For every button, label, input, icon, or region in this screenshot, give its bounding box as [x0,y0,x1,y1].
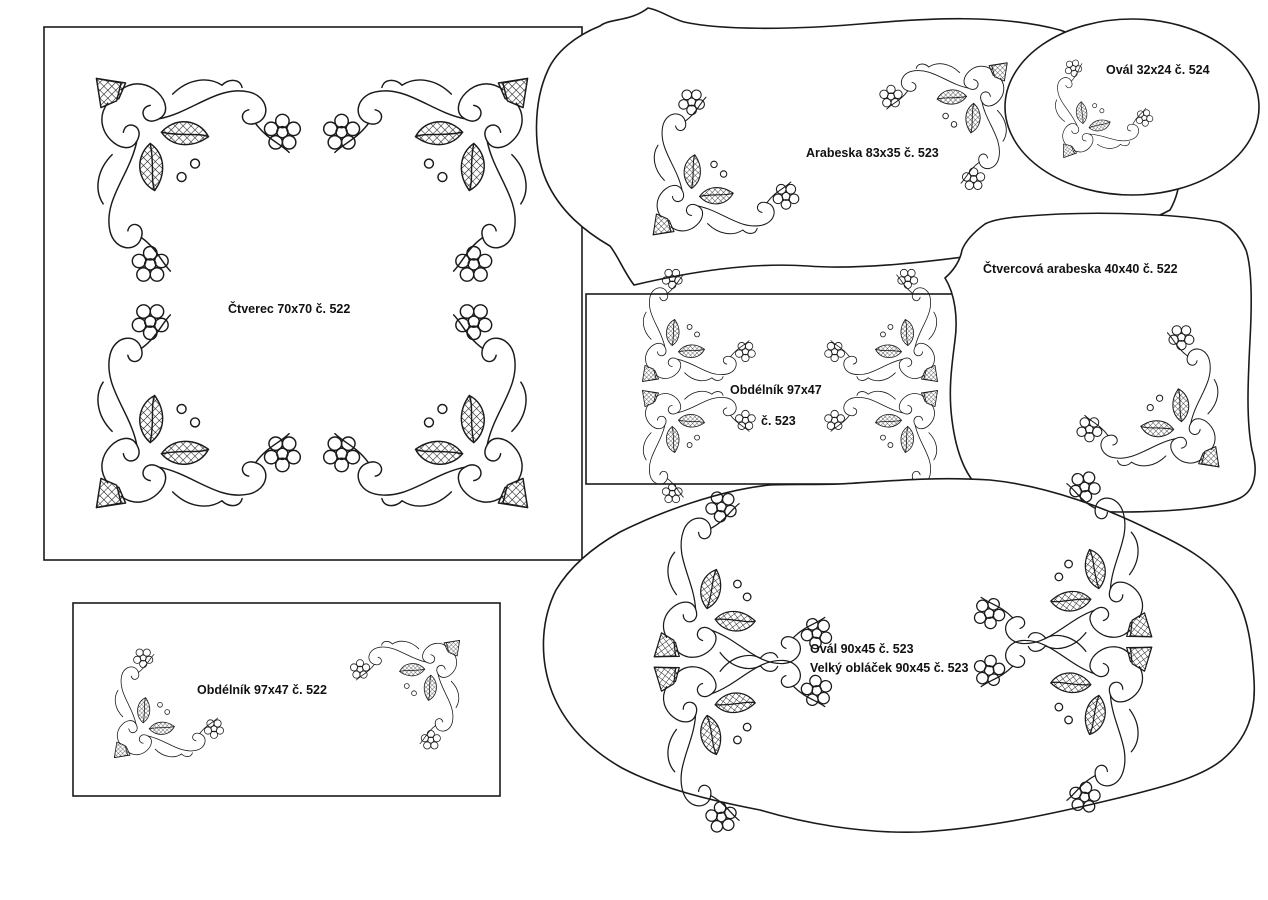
oval-90-label-line2: Velký obláček 90x45 č. 523 [810,661,969,675]
square-arabesque-outline [943,212,1256,513]
arabesque-83-label: Arabeska 83x35 č. 523 [806,146,939,160]
pattern-rectangle-97x47-523: Obdélník 97x47 č. 523 [585,268,977,504]
rect-522-outline [72,602,501,797]
pattern-rectangle-97x47-522: Obdélník 97x47 č. 522 [72,602,501,797]
rect-523-label-line1: Obdélník 97x47 [730,383,822,397]
oval-90-label-line1: Ovál 90x45 č. 523 [810,642,914,656]
oval-32-outline [1004,18,1260,196]
square-arabesque-40-label: Čtvercová arabeska 40x40 č. 522 [983,261,1178,276]
oval-90-cloud-outline [542,477,1256,834]
oval-32-label: Ovál 32x24 č. 524 [1106,63,1210,77]
rect-523-label-line2: č. 523 [761,414,796,428]
square-outline [43,26,583,561]
square-70-label: Čtverec 70x70 č. 522 [228,301,350,316]
rect-522-label: Obdélník 97x47 č. 522 [197,683,327,697]
pattern-square-arabesque-40x40: Čtvercová arabeska 40x40 č. 522 [943,212,1256,513]
pattern-oval-32x24: Ovál 32x24 č. 524 [1004,18,1260,196]
pattern-oval-90x45: Ovál 90x45 č. 523 Velký obláček 90x45 č.… [542,465,1256,839]
pattern-square-70x70: Čtverec 70x70 č. 522 [43,26,583,561]
